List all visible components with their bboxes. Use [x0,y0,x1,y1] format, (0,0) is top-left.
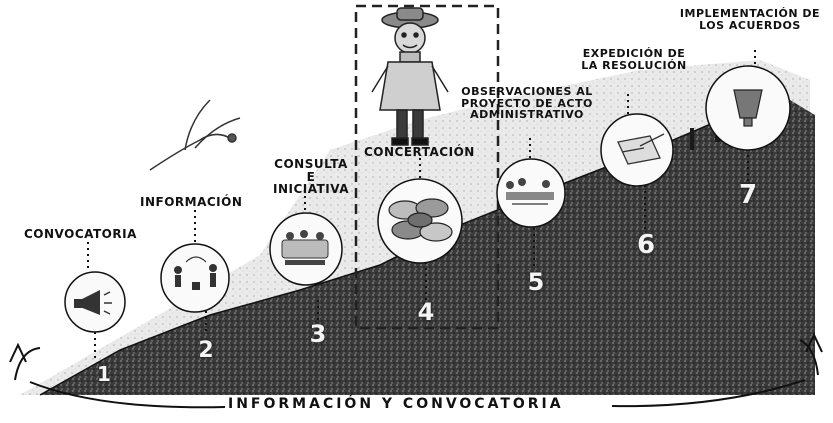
stage-number-1: 1 [97,362,111,386]
stage-label-2: INFORMACIÓN [140,195,243,209]
trophy-circle-icon [733,89,763,127]
stage-label-7: IMPLEMENTACIÓN DE LOS ACUERDOS [679,7,821,32]
stage-label-3: CONSULTA E INICIATIVA [272,157,349,197]
left-arrowhead [9,342,27,363]
dotted-connectors [87,50,756,362]
bottom-arc [29,381,226,409]
group-discussion-icon [281,230,329,265]
stage-number-7: 7 [738,180,758,210]
megaphone-icon [74,290,112,315]
stage-number-4: 4 [417,298,435,326]
stage-label-4: CONCERTACIÓN [364,145,475,159]
stage-number-5: 5 [527,268,545,296]
bottom-arc-arrow [14,347,41,381]
person-illustration [371,7,449,146]
bottom-arc-arrow-right [799,339,819,376]
stage-number-2: 2 [198,338,214,363]
highlight-box [354,4,500,330]
stage-circle-2 [160,243,230,313]
footer-label: INFORMACIÓN Y CONVOCATORIA [228,396,564,412]
stage-number-3: 3 [309,320,327,348]
stacked-documents-icon [388,198,453,242]
stage-label-5: OBSERVACIONES AL PROYECTO DE ACTO ADMINI… [461,85,593,122]
people-meeting-icon [174,256,217,290]
stage-number-6: 6 [636,230,656,260]
right-arrowhead [805,332,823,353]
bird-illustration [149,99,241,171]
stage-label-6: EXPEDICIÓN DE LA RESOLUCIÓN [581,47,687,72]
signing-document-icon [617,133,665,165]
review-meeting-icon [506,178,554,205]
bottom-arc-right [611,379,806,408]
stage-label-1: CONVOCATORIA [24,227,137,241]
